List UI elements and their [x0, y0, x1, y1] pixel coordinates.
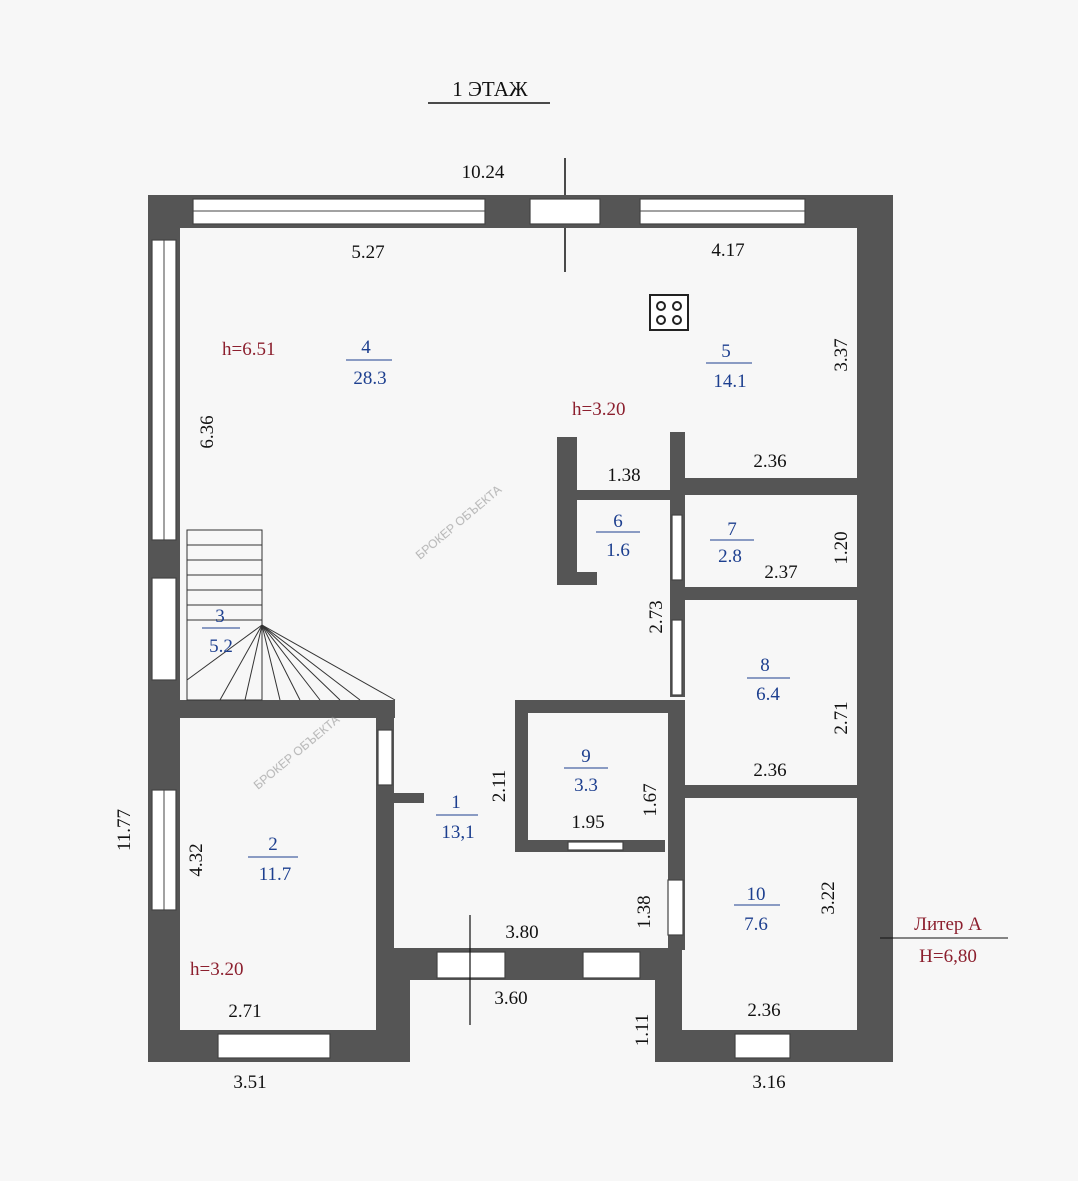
total-width: 10.24 [462, 162, 505, 183]
svg-text:11.7: 11.7 [259, 864, 292, 885]
svg-text:3.60: 3.60 [494, 988, 527, 1009]
svg-text:2: 2 [268, 834, 278, 855]
svg-text:6.4: 6.4 [756, 684, 780, 705]
svg-text:2.8: 2.8 [718, 546, 742, 567]
svg-text:2.36: 2.36 [747, 1000, 780, 1021]
svg-text:3.16: 3.16 [752, 1072, 785, 1093]
svg-text:H=6,80: H=6,80 [919, 946, 977, 967]
svg-text:8: 8 [760, 655, 770, 676]
svg-text:5.2: 5.2 [209, 636, 233, 657]
svg-text:1.6: 1.6 [606, 540, 630, 561]
dimension-labels: 5.27 4.17 3.37 6.36 1.38 2.36 1.20 2.37 … [114, 240, 852, 1093]
svg-text:2.36: 2.36 [753, 451, 786, 472]
svg-text:1.38: 1.38 [607, 465, 640, 486]
room-7: 72.8 [710, 519, 754, 567]
svg-text:2.36: 2.36 [753, 760, 786, 781]
svg-text:4: 4 [361, 337, 371, 358]
svg-text:2.11: 2.11 [489, 770, 510, 803]
room-3: 35.2 [202, 606, 240, 657]
svg-text:9: 9 [581, 746, 591, 767]
svg-text:10: 10 [747, 884, 766, 905]
watermark-lower: БРОКЕР ОБЪЕКТА [251, 712, 342, 792]
height-labels: h=6.51 h=3.20 h=3.20 [190, 339, 625, 980]
svg-text:2.37: 2.37 [764, 562, 797, 583]
svg-text:h=3.20: h=3.20 [190, 959, 243, 980]
watermark-upper: БРОКЕР ОБЪЕКТА [413, 482, 504, 562]
room-5: 514.1 [706, 341, 752, 392]
svg-text:6.36: 6.36 [197, 415, 218, 448]
room-2: 211.7 [248, 834, 298, 885]
staircase [186, 529, 396, 701]
svg-text:1.20: 1.20 [831, 531, 852, 564]
room-6: 61.6 [596, 511, 640, 561]
svg-text:4.32: 4.32 [186, 843, 207, 876]
svg-text:2.73: 2.73 [646, 600, 667, 633]
svg-text:28.3: 28.3 [353, 368, 386, 389]
floor-title: 1 ЭТАЖ [452, 77, 528, 101]
svg-text:3: 3 [215, 606, 225, 627]
room-9: 93.3 [564, 746, 608, 796]
building-label: Литер А H=6,80 [880, 914, 1008, 967]
room-8: 86.4 [747, 655, 790, 705]
total-length: 11.77 [114, 809, 135, 851]
svg-text:2.71: 2.71 [831, 701, 852, 734]
svg-text:14.1: 14.1 [713, 371, 746, 392]
svg-text:7.6: 7.6 [744, 914, 768, 935]
svg-text:7: 7 [727, 519, 737, 540]
svg-text:3.22: 3.22 [818, 881, 839, 914]
svg-text:3.51: 3.51 [233, 1072, 266, 1093]
svg-text:1.38: 1.38 [634, 895, 655, 928]
stove-icon [649, 294, 689, 331]
svg-text:Литер А: Литер А [914, 914, 982, 935]
room-1: 113,1 [436, 792, 478, 843]
svg-text:h=6.51: h=6.51 [222, 339, 275, 360]
svg-text:5.27: 5.27 [351, 242, 384, 263]
svg-text:6: 6 [613, 511, 623, 532]
svg-text:5: 5 [721, 341, 731, 362]
svg-text:h=3.20: h=3.20 [572, 399, 625, 420]
svg-text:3.3: 3.3 [574, 775, 598, 796]
svg-text:1.67: 1.67 [640, 783, 661, 816]
room-4: 428.3 [346, 337, 392, 389]
svg-text:1.95: 1.95 [571, 812, 604, 833]
svg-text:3.80: 3.80 [505, 922, 538, 943]
svg-text:1.11: 1.11 [632, 1014, 653, 1047]
svg-text:13,1: 13,1 [441, 822, 474, 843]
svg-text:2.71: 2.71 [228, 1001, 261, 1022]
room-labels: 113,1 211.7 35.2 428.3 514.1 61.6 72.8 8… [202, 337, 790, 935]
windows [151, 198, 806, 1059]
svg-text:3.37: 3.37 [831, 338, 852, 371]
svg-text:4.17: 4.17 [711, 240, 744, 261]
room-10: 107.6 [734, 884, 780, 935]
svg-text:1: 1 [451, 792, 461, 813]
